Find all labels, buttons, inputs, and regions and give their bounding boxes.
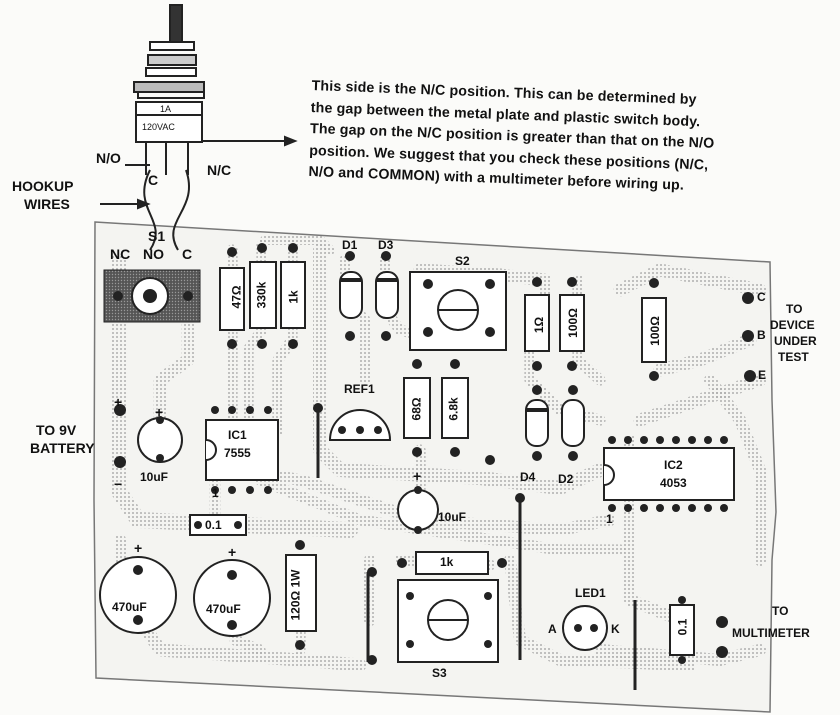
switch-nc-label: N/C <box>207 162 232 178</box>
r8-label: 6.8k <box>446 397 461 421</box>
d2-label: D2 <box>558 472 574 486</box>
s3-label: S3 <box>432 666 447 680</box>
switch-no-label: N/O <box>96 150 121 166</box>
battery-label-line2: BATTERY <box>30 440 95 456</box>
wires-label: WIRES <box>24 196 70 212</box>
ic1-pin1-label: 1 <box>212 486 219 500</box>
dut-label-line2: DEVICE <box>770 318 815 332</box>
battery-minus-label: − <box>114 476 123 492</box>
led-cathode-label: K <box>611 622 620 636</box>
c4-plus-label: + <box>134 540 143 556</box>
ic2-pin1-label: 1 <box>606 512 613 526</box>
r10-label: 1k <box>440 555 454 569</box>
resistor-bodies <box>189 261 695 656</box>
c3-label: 0.1 <box>205 518 222 532</box>
d1-label: D1 <box>342 238 358 252</box>
s2-label: S2 <box>455 254 470 268</box>
c5-label: 470uF <box>206 602 241 616</box>
switch-c-label: C <box>148 172 159 188</box>
dut-pin-c: C <box>757 290 766 304</box>
s1-nc-label: NC <box>110 246 131 262</box>
r7-label: 68Ω <box>409 397 424 421</box>
switch-rating-top: 1A <box>160 104 172 114</box>
jumper-wires <box>316 410 637 690</box>
dut-label-line4: TEST <box>778 350 809 364</box>
r4-label: 1Ω <box>532 316 547 334</box>
r5-label: 100Ω <box>565 308 580 338</box>
ic2-body <box>603 447 735 501</box>
d4-label: D4 <box>520 470 536 484</box>
c6-label: 0.1 <box>675 618 690 636</box>
ic1-part-label: 7555 <box>224 446 251 460</box>
battery-label-line1: TO 9V <box>36 422 77 438</box>
c2-label: 10uF <box>438 510 467 524</box>
dut-pin-b: B <box>757 328 766 342</box>
c5-plus-label: + <box>228 544 237 560</box>
multimeter-label-line1: TO <box>772 604 789 618</box>
c1-plus-label: + <box>155 404 164 420</box>
capacitor-bodies <box>99 417 439 637</box>
led-label: LED1 <box>575 586 606 600</box>
hookup-label: HOOKUP <box>12 178 74 194</box>
led-anode-label: A <box>548 622 557 636</box>
switch-note: This side is the N/C position. This can … <box>308 76 837 203</box>
r1-label: 47Ω <box>229 285 244 309</box>
ref1-label: REF1 <box>344 382 375 396</box>
switch-s1-drawing <box>100 4 298 251</box>
dut-label-line1: TO <box>786 302 803 316</box>
r2-label: 330k <box>254 281 269 309</box>
switch-rating-bottom: 120VAC <box>142 122 175 132</box>
r6-label: 100Ω <box>647 316 662 346</box>
ic1-label: IC1 <box>228 428 247 442</box>
dut-pin-e: E <box>758 368 767 382</box>
c1-label: 10uF <box>140 470 169 484</box>
r9-label: 120Ω 1W <box>288 569 303 621</box>
ic2-label: IC2 <box>664 458 683 472</box>
s1-c-label: C <box>182 246 193 262</box>
multimeter-label-line2: MULTIMETER <box>732 626 810 640</box>
c2-plus-label: + <box>413 468 422 484</box>
led-body <box>562 605 608 651</box>
ic2-part-label: 4053 <box>660 476 687 490</box>
s1-label: S1 <box>148 228 166 244</box>
c4-label: 470uF <box>112 600 147 614</box>
dut-label-line3: UNDER <box>774 334 817 348</box>
battery-plus-label: + <box>114 394 123 410</box>
s1-no-label: NO <box>143 246 164 262</box>
r3-label: 1k <box>286 290 301 304</box>
d3-label: D3 <box>378 238 394 252</box>
solder-pads <box>114 243 756 665</box>
